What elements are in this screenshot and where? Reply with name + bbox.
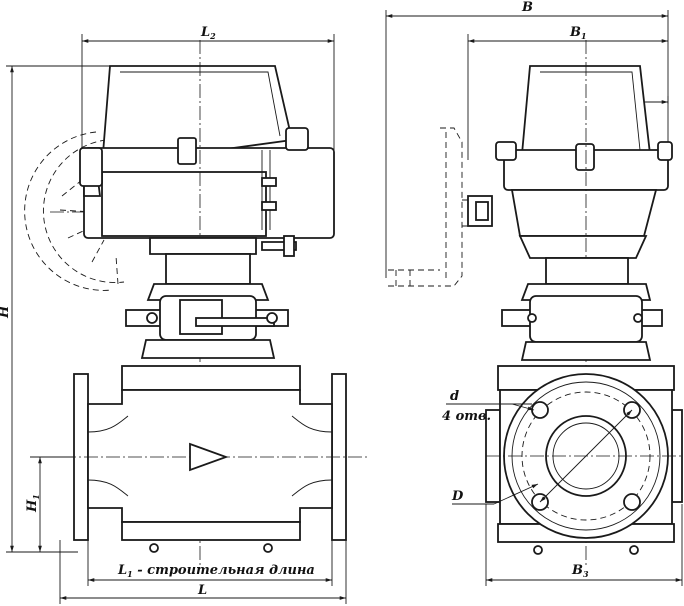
- dimension-l2: L2: [81, 25, 335, 150]
- svg-text:B1: B1: [569, 25, 587, 41]
- svg-text:L2: L2: [200, 25, 216, 41]
- label-h1: H: [25, 499, 40, 513]
- diameter-d-annotation: D: [451, 483, 539, 505]
- dimension-h: H: [0, 65, 112, 553]
- label-h: H: [0, 305, 12, 319]
- svg-text:B3: B3: [571, 563, 589, 579]
- dimension-h1: H1: [25, 456, 78, 552]
- side-view: B B1 B2: [385, 0, 684, 586]
- label-b1-subscript: 1: [581, 31, 587, 41]
- dimension-l: L: [59, 540, 347, 604]
- yoke-coupling: [125, 253, 289, 359]
- svg-text:L1 - строительная длина: L1 - строительная длина: [117, 563, 315, 579]
- label-l2-subscript: 2: [209, 31, 216, 41]
- front-view: L2 H H1: [0, 25, 370, 604]
- label-l2: L: [200, 25, 210, 40]
- label-b1: B: [569, 25, 581, 40]
- label-b: B: [521, 0, 533, 15]
- label-hole-d: d: [450, 389, 459, 404]
- svg-text:H1: H1: [25, 494, 41, 513]
- label-h1-subscript: 1: [31, 494, 41, 500]
- label-dia-d: D: [451, 489, 464, 504]
- yoke-side: [501, 257, 663, 361]
- actuator-housing: [79, 40, 335, 566]
- label-l: L: [197, 583, 207, 598]
- dimension-b3: B3: [485, 504, 683, 586]
- label-b3-subscript: 3: [583, 569, 589, 579]
- dimension-l1: L1 - строительная длина: [87, 510, 333, 586]
- valve-body-side: [485, 365, 684, 555]
- dimension-b1: B1: [467, 25, 668, 160]
- label-l1: L: [117, 563, 127, 578]
- label-hole-count: 4 отв.: [442, 409, 491, 424]
- label-b3: B: [571, 563, 583, 578]
- actuator-side: [467, 40, 673, 566]
- hole-annotation: d 4 отв.: [442, 389, 535, 424]
- valve-body-front: [40, 365, 370, 553]
- label-l1-subscript: 1: [127, 569, 133, 579]
- label-l1-note: - строительная длина: [133, 563, 315, 578]
